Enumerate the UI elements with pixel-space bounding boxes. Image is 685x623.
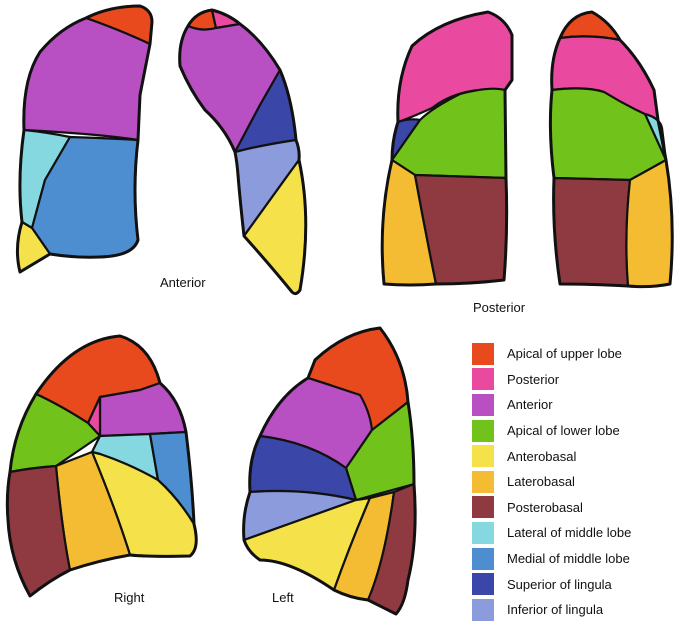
legend-item: Laterobasal (472, 469, 682, 495)
legend-label: Posterobasal (507, 499, 583, 515)
legend-swatch (472, 470, 494, 493)
anterior-left-lung (178, 8, 308, 296)
legend-label: Medial of middle lobe (507, 551, 630, 567)
legend-swatch (472, 393, 494, 416)
legend-item: Posterobasal (472, 495, 682, 521)
right-lateral-lung (5, 334, 198, 598)
legend-item: Apical of upper lobe (472, 341, 682, 367)
legend-label: Laterobasal (507, 474, 575, 490)
legend-item: Lateral of middle lobe (472, 520, 682, 546)
legend-item: Inferior of lingula (472, 597, 682, 623)
lung-outline (5, 334, 198, 598)
legend-item: Anterior (472, 392, 682, 418)
legend-swatch (472, 445, 494, 468)
legend-swatch (472, 342, 494, 365)
legend-swatch (472, 521, 494, 544)
posterior-right-lung (548, 10, 674, 289)
legend-label: Inferior of lingula (507, 602, 604, 618)
legend-item: Apical of lower lobe (472, 418, 682, 444)
legend-label: Posterior (507, 371, 560, 387)
legend-label: Superior of lingula (507, 576, 612, 592)
lung-outline (380, 10, 514, 287)
legend-label: Anterior (507, 397, 553, 413)
legend-swatch (472, 598, 494, 621)
segment-laterobasal (625, 158, 674, 288)
left-lateral-lung (242, 326, 417, 616)
anterior-view-label: Anterior (160, 275, 206, 290)
legend-label: Anterobasal (507, 448, 577, 464)
legend-swatch (472, 419, 494, 442)
legend-swatch (472, 573, 494, 596)
lung-outline (548, 10, 674, 289)
legend: Apical of upper lobe Posterior Anterior … (472, 341, 682, 623)
legend-swatch (472, 496, 494, 519)
legend-label: Lateral of middle lobe (507, 525, 632, 541)
lung-outline (178, 8, 308, 296)
left-view-label: Left (272, 590, 294, 605)
legend-label: Apical of upper lobe (507, 346, 622, 362)
legend-item: Superior of lingula (472, 571, 682, 597)
legend-swatch (472, 547, 494, 570)
right-view-label: Right (114, 590, 145, 605)
segment-posterobasal (552, 176, 632, 288)
legend-swatch (472, 368, 494, 391)
legend-label: Apical of lower lobe (507, 423, 620, 439)
lung-outline (15, 4, 154, 274)
legend-item: Anterobasal (472, 443, 682, 469)
legend-item: Posterior (472, 367, 682, 393)
posterior-left-lung (380, 10, 514, 287)
legend-item: Medial of middle lobe (472, 546, 682, 572)
posterior-view-label: Posterior (473, 300, 526, 315)
lung-outline (242, 326, 417, 616)
anterior-right-lung (15, 4, 154, 274)
segment-anterior (22, 16, 152, 142)
